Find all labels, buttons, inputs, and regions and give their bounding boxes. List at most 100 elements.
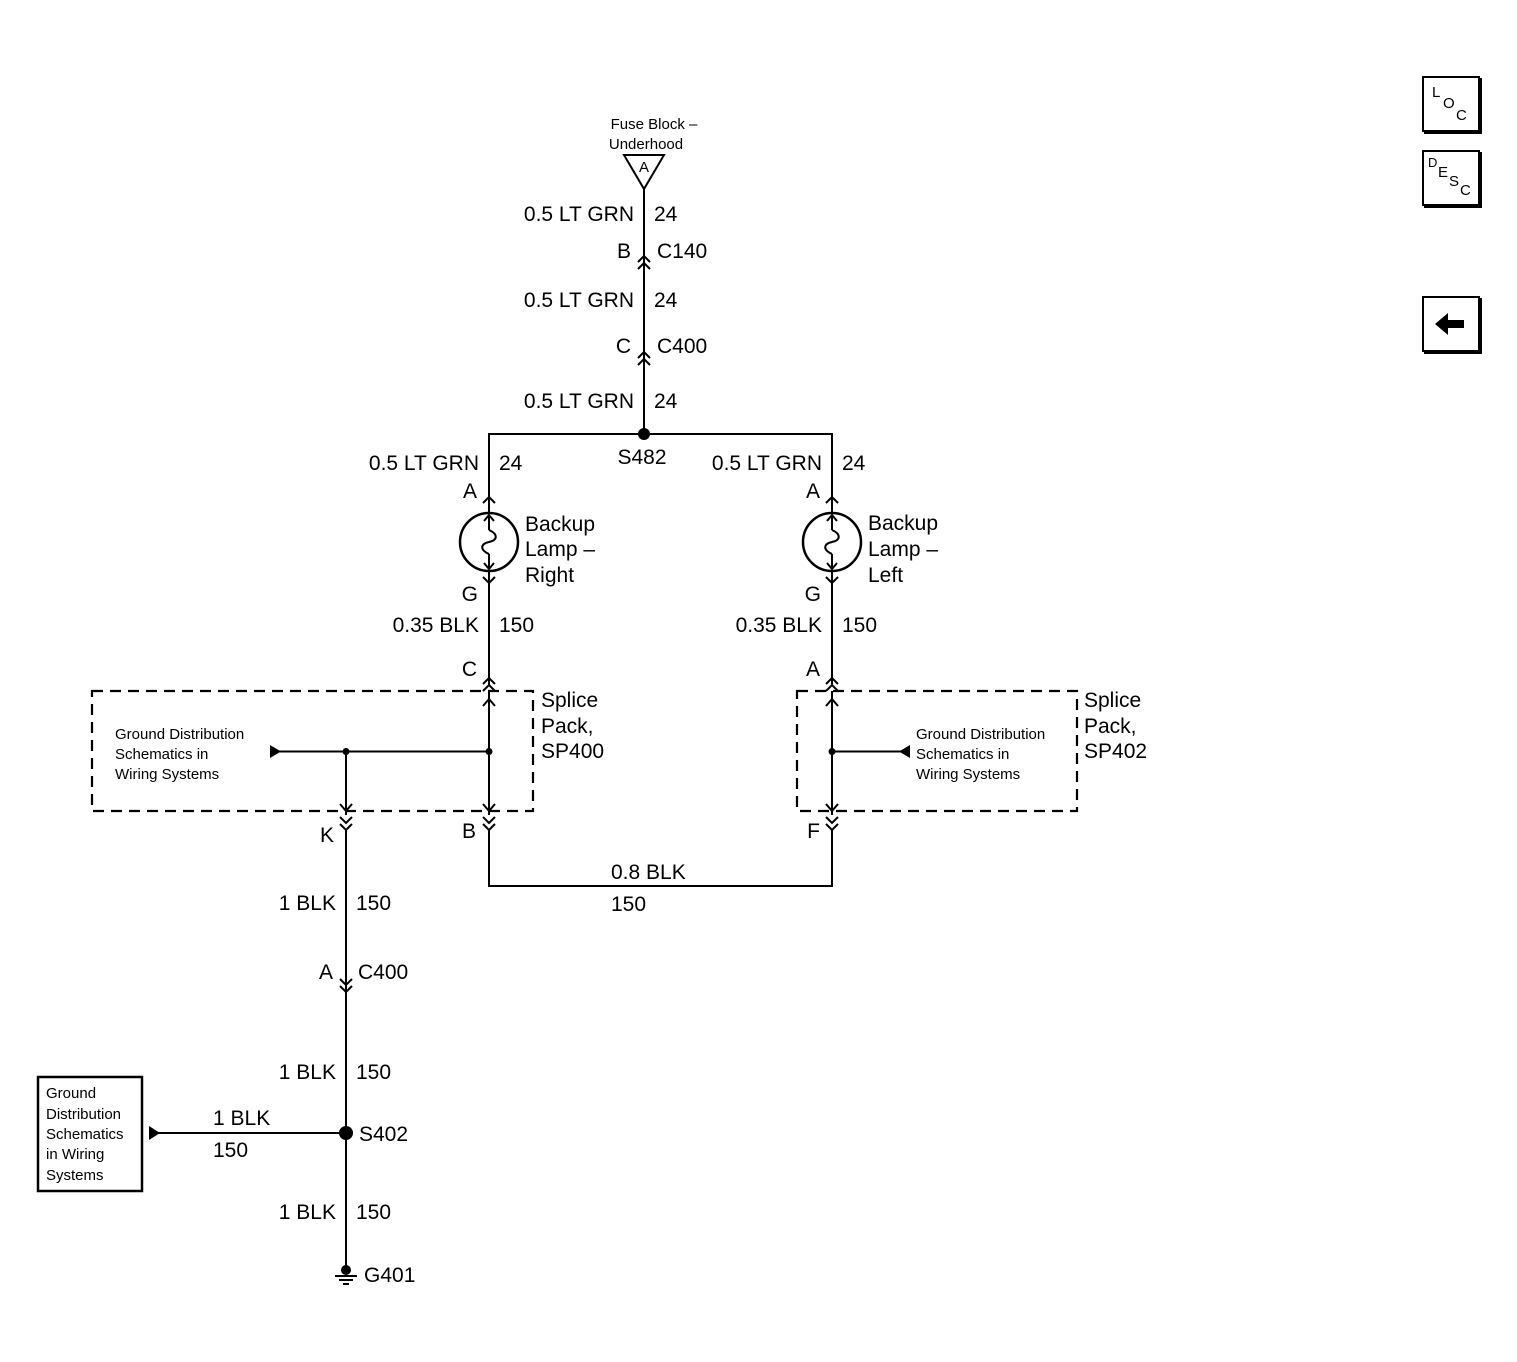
ground-ref-text-line1: Ground Distribution <box>916 726 1045 743</box>
ground-ref-text-line1: Ground Distribution <box>115 726 244 743</box>
wire-size-label: 0.35 BLK <box>393 614 479 637</box>
wire-circuit-label: 24 <box>654 390 678 413</box>
lamp-pin-label: G <box>805 583 821 606</box>
s482-branch-wire <box>488 433 833 497</box>
splice-pack-name-line3: SP400 <box>541 740 604 763</box>
splice-s402-dot <box>339 1126 353 1140</box>
loc-letter-o: O <box>1443 95 1455 112</box>
splice-pack-name-line3: SP402 <box>1084 740 1147 763</box>
splice-pack-pin-label: A <box>806 658 820 681</box>
bulb-icon <box>458 511 520 573</box>
splice-label: S402 <box>359 1123 408 1146</box>
lamp-name-line2: Lamp – <box>525 538 595 561</box>
desc-letter-s: S <box>1449 173 1460 190</box>
splice-pack-sp402-box <box>795 689 1079 813</box>
ground-label: G401 <box>364 1264 415 1287</box>
ground-ref-box-line4: in Wiring <box>46 1146 104 1163</box>
wire-size-label: 1 BLK <box>279 1061 336 1084</box>
sp400-arrow-icon <box>339 803 353 813</box>
cross-wire <box>488 830 833 887</box>
fuse-block-label-line1: Fuse Block – <box>611 116 698 133</box>
ground-ref-arrow-icon <box>899 745 910 758</box>
wire-size-label: 1 BLK <box>279 1201 336 1224</box>
splice-pack-name-line2: Pack, <box>1084 715 1137 738</box>
splice-pack-pin-label: K <box>320 824 334 847</box>
wire-size-label: 0.5 LT GRN <box>524 289 634 312</box>
connector-icon <box>825 816 839 832</box>
desc-letter-c: C <box>1460 182 1471 199</box>
lamp-pin-label: A <box>806 480 820 503</box>
bulb-icon <box>801 511 863 573</box>
ground-ref-text-line2: Schematics in <box>115 746 208 763</box>
connector-c140-icon <box>637 254 651 270</box>
wire-circuit-label: 24 <box>499 452 523 475</box>
splice-pack-name-line2: Pack, <box>541 715 594 738</box>
lamp-connector-icon <box>825 576 839 585</box>
ground-ref-box-line2: Distribution <box>46 1106 121 1123</box>
connector-label: C400 <box>657 335 707 358</box>
ground-symbol-icon <box>335 1265 357 1285</box>
wire-size-label: 1 BLK <box>213 1107 270 1130</box>
splice-pack-sp400-box <box>90 689 535 813</box>
connector-label: C140 <box>657 240 707 263</box>
desc-letter-d: D <box>1428 155 1438 170</box>
splice-s482-dot <box>638 428 650 440</box>
wire-size-label: 0.8 BLK <box>611 861 686 884</box>
lamp-name-line3: Left <box>868 564 903 587</box>
wire-circuit-label: 150 <box>356 1201 391 1224</box>
loc-letter-l: L <box>1432 84 1441 101</box>
wire-circuit-label: 24 <box>654 289 678 312</box>
wire-circuit-label: 24 <box>842 452 866 475</box>
connector-label: C400 <box>358 961 408 984</box>
wire-circuit-label: 24 <box>654 203 678 226</box>
connector-icon <box>482 676 496 692</box>
ground-ref-arrow-icon <box>149 1126 160 1140</box>
lamp-pin-label: G <box>462 583 478 606</box>
wire-circuit-label: 150 <box>499 614 534 637</box>
ground-ref-text-line2: Schematics in <box>916 746 1009 763</box>
ground-ref-box-line1: Ground <box>46 1085 96 1102</box>
splice-pack-pin-label: B <box>462 820 476 843</box>
splice-pack-name-line1: Splice <box>1084 689 1141 712</box>
splice-label: S482 <box>617 446 666 469</box>
wire-size-label: 0.35 BLK <box>736 614 822 637</box>
back-arrow-icon <box>1435 313 1464 335</box>
desc-letter-e: E <box>1438 164 1449 181</box>
ground-ref-text-line3: Wiring Systems <box>916 766 1020 783</box>
connector-icon <box>482 816 496 832</box>
wire-size-label: 0.5 LT GRN <box>369 452 479 475</box>
lamp-name-line1: Backup <box>525 513 595 536</box>
wire-size-label: 0.5 LT GRN <box>524 390 634 413</box>
desc-button[interactable]: D E S C <box>1422 150 1480 206</box>
sp402-bus-dot <box>828 748 836 755</box>
ground-ref-text-line3: Wiring Systems <box>115 766 219 783</box>
lamp-name-line3: Right <box>525 564 574 587</box>
wire-circuit-label: 150 <box>611 893 646 916</box>
ground-ref-box-line5: Systems <box>46 1167 104 1184</box>
lamp-connector-icon <box>482 576 496 585</box>
fuse-block-terminal-icon <box>622 154 666 191</box>
ground-ref-box-line3: Schematics <box>46 1126 124 1143</box>
connector-pin-label: C <box>616 335 631 358</box>
lamp-name-line1: Backup <box>868 512 938 535</box>
connector-c400-icon <box>637 350 651 366</box>
back-button[interactable] <box>1422 296 1480 352</box>
fuse-block-label-line2: Underhood <box>609 136 683 153</box>
fuse-terminal-letter: A <box>639 159 649 176</box>
splice-pack-name-line1: Splice <box>541 689 598 712</box>
wire-circuit-label: 150 <box>356 892 391 915</box>
splice-pack-pin-label: C <box>462 658 477 681</box>
loc-letter-c: C <box>1456 107 1467 124</box>
sp402-arrow-icon <box>825 697 839 813</box>
wire-circuit-label: 150 <box>213 1139 248 1162</box>
sp400-arrow-icon <box>482 697 496 813</box>
ground-ref-arrow-icon <box>270 745 281 758</box>
wire-circuit-label: 150 <box>842 614 877 637</box>
wire-size-label: 0.5 LT GRN <box>712 452 822 475</box>
lamp-name-line2: Lamp – <box>868 538 938 561</box>
wire-size-label: 1 BLK <box>279 892 336 915</box>
lamp-pin-label: A <box>463 480 477 503</box>
loc-button[interactable]: L O C <box>1422 76 1480 132</box>
wire-size-label: 0.5 LT GRN <box>524 203 634 226</box>
